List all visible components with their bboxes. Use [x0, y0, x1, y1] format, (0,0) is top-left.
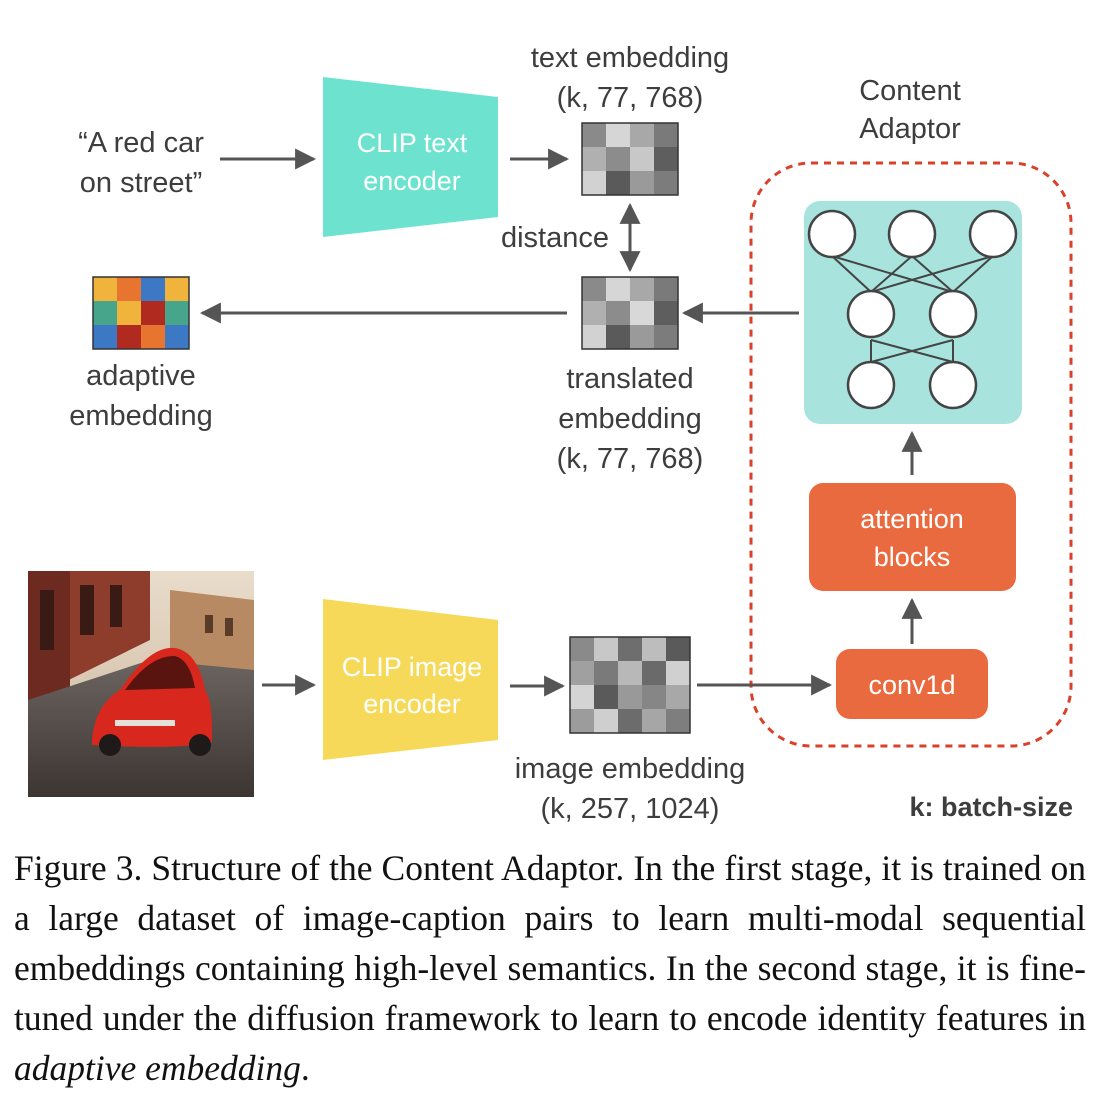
- translated-embedding-shape: (k, 77, 768): [557, 443, 704, 475]
- text-embedding-shape: (k, 77, 768): [557, 82, 704, 114]
- content-adaptor-diagram: “A red car on street” CLIP text encoder …: [28, 42, 1073, 825]
- image-embedding-shape: (k, 257, 1024): [541, 793, 720, 825]
- content-adaptor-title-line2: Adaptor: [859, 113, 961, 145]
- image-embedding-grid: [569, 636, 691, 734]
- clip-image-encoder-label-line1: CLIP image: [342, 652, 483, 682]
- neural-network-nodes: [807, 209, 1018, 410]
- clip-image-encoder-label-line2: encoder: [363, 689, 461, 719]
- text-embedding-label: text embedding: [531, 42, 729, 74]
- neural-network-edges: [831, 255, 994, 363]
- clip-text-encoder-label-line1: CLIP text: [357, 128, 468, 158]
- caption-end: .: [300, 1048, 310, 1088]
- prompt-text-line1: “A red car: [78, 127, 204, 159]
- conv1d-box: [836, 649, 988, 719]
- attention-blocks-label-line1: attention: [860, 504, 964, 534]
- clip-text-encoder-block: [323, 77, 498, 237]
- content-adaptor-boundary: [749, 161, 1073, 748]
- caption-emphasis: adaptive embedding: [14, 1048, 301, 1088]
- figure-caption: Figure 3. Structure of the Content Adapt…: [14, 843, 1086, 1093]
- prompt-text-line2: on street”: [80, 167, 203, 199]
- translated-embedding-label-line1: translated: [566, 363, 693, 395]
- translated-embedding-label-line2: embedding: [558, 403, 702, 435]
- attention-blocks-label-line2: blocks: [874, 542, 951, 572]
- distance-label: distance: [501, 222, 609, 254]
- image-embedding-label: image embedding: [515, 753, 746, 785]
- caption-text: Figure 3. Structure of the Content Adapt…: [14, 848, 1086, 1038]
- adaptive-embedding-grid: [92, 276, 190, 350]
- adaptive-embedding-label-line1: adaptive: [86, 360, 196, 392]
- clip-image-encoder-block: [323, 599, 498, 760]
- attention-blocks-box: [809, 483, 1016, 591]
- batch-size-note: k: batch-size: [909, 792, 1073, 822]
- text-embedding-grid: [581, 122, 679, 196]
- input-car-photo: [28, 571, 254, 797]
- adaptive-embedding-label-line2: embedding: [69, 400, 213, 432]
- conv1d-label: conv1d: [868, 670, 955, 700]
- content-adaptor-title-line1: Content: [859, 75, 961, 107]
- translated-embedding-grid: [581, 276, 679, 350]
- clip-text-encoder-label-line2: encoder: [363, 166, 461, 196]
